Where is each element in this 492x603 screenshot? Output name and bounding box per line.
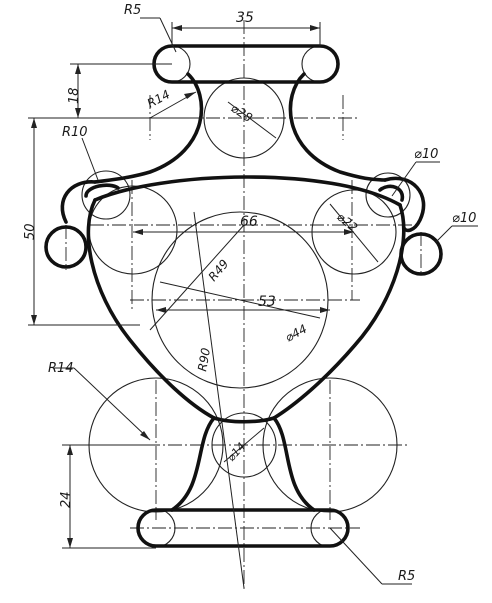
dim-r14-foot: R14 [48, 361, 74, 376]
dim-50: 50 [23, 223, 38, 240]
handle-circle-left-r10 [81, 170, 131, 220]
handle-right [378, 176, 426, 233]
body-bottom [212, 416, 276, 424]
body-right [272, 203, 406, 420]
dim-r14-neck: R14 [145, 87, 172, 110]
dim-66: 66 [240, 214, 258, 230]
dim-24: 24 [59, 491, 74, 508]
handle-circle-right-d10 [365, 172, 411, 218]
foot-right [272, 416, 316, 512]
foot-left [170, 416, 216, 512]
dim-35: 35 [236, 10, 254, 26]
dimension-labels: R5 35 18 R14 ⌀28 R10 ⌀10 ⌀10 50 66 ⌀22 R… [23, 3, 476, 584]
dim-18: 18 [67, 87, 82, 104]
base-bar [136, 508, 350, 548]
top-lip [152, 44, 340, 84]
neck-left [93, 72, 204, 184]
knob-right [399, 232, 443, 276]
dim-r5-bottom: R5 [398, 569, 415, 584]
foot-circle-right-r14 [262, 377, 398, 513]
dim-d10-right: ⌀10 [452, 211, 476, 226]
center-lines [65, 20, 422, 590]
dim-d10-upper: ⌀10 [414, 147, 438, 162]
body-left [86, 198, 216, 420]
body-circle-d44 [151, 211, 329, 389]
foot-circle-d14 [211, 412, 277, 478]
handle-left [60, 180, 120, 224]
dim-r90: R90 [195, 346, 213, 372]
dim-d14: ⌀14 [225, 440, 248, 464]
dim-d28: ⌀28 [228, 101, 255, 125]
dimension-lines [28, 17, 478, 589]
dim-r5-top: R5 [124, 3, 141, 18]
dim-53: 53 [258, 294, 276, 310]
knob-left [44, 225, 88, 269]
dim-r10: R10 [62, 125, 88, 140]
dim-d44: ⌀44 [283, 322, 309, 345]
vase-outline [44, 44, 443, 548]
side-circle-left-d22 [88, 185, 178, 275]
dim-r49: R49 [206, 257, 232, 284]
shoulder-arc [93, 175, 402, 207]
neck-right [288, 72, 387, 182]
